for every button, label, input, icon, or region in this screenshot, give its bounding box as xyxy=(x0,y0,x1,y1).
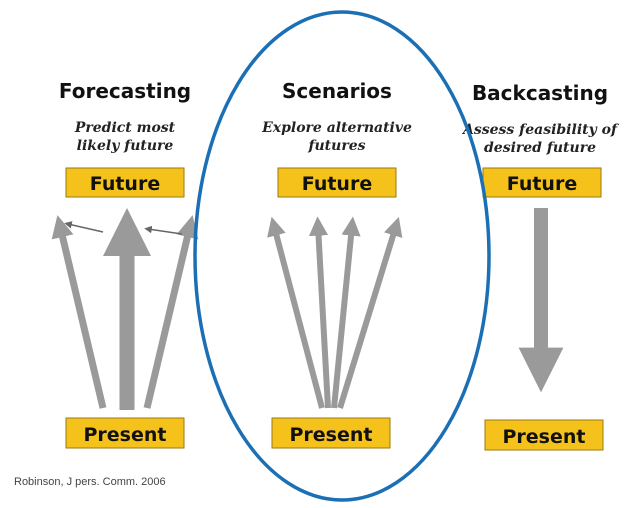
forecasting-present-label: Present xyxy=(84,424,167,446)
scenarios-subtitle-line2: futures xyxy=(307,138,365,154)
scenarios-present-label: Present xyxy=(290,424,373,446)
forecasting-future-box xyxy=(65,167,185,198)
backcasting-future-box xyxy=(482,167,602,198)
forecasting-title: Forecasting xyxy=(59,79,191,103)
forecast-left-arrow xyxy=(51,215,107,409)
forecasting-future-label: Future xyxy=(90,173,160,195)
backcasting-title: Backcasting xyxy=(472,81,608,105)
forecast-right-arrow xyxy=(143,215,199,409)
scenario-arrow-3 xyxy=(331,216,361,409)
backcasting-subtitle-line1: Assess feasibility of xyxy=(461,122,620,138)
forecasting-subtitle-line1: Predict most xyxy=(74,120,176,136)
scenarios-subtitle-line1: Explore alternative xyxy=(261,120,412,136)
scenarios-highlight-ellipse xyxy=(193,10,491,502)
scenarios-title: Scenarios xyxy=(282,79,392,103)
scenario-arrow-1 xyxy=(267,216,325,409)
backcasting-subtitle-line2: desired future xyxy=(484,140,596,156)
forecasting-subtitle-line2: likely future xyxy=(77,138,174,154)
scenario-arrow-2 xyxy=(308,216,331,409)
backcasting-present-box xyxy=(484,419,604,451)
backcasting-column: Backcasting Assess feasibility of desire… xyxy=(461,81,620,451)
forecast-small-left-arrow xyxy=(64,221,104,233)
backcasting-future-label: Future xyxy=(507,173,577,195)
scenarios-future-box xyxy=(277,167,397,198)
source-credit: Robinson, J pers. Comm. 2006 xyxy=(14,476,166,488)
forecast-small-right-arrow xyxy=(144,225,183,235)
scenarios-present-box xyxy=(271,417,391,449)
scenarios-column: Scenarios Explore alternative futures Fu… xyxy=(261,79,412,449)
backcasting-present-label: Present xyxy=(503,426,586,448)
forecasting-present-box xyxy=(65,417,185,449)
scenarios-future-label: Future xyxy=(302,173,372,195)
scenario-arrow-4 xyxy=(337,216,403,409)
forecasting-column: Forecasting Predict most likely future F… xyxy=(51,79,199,449)
